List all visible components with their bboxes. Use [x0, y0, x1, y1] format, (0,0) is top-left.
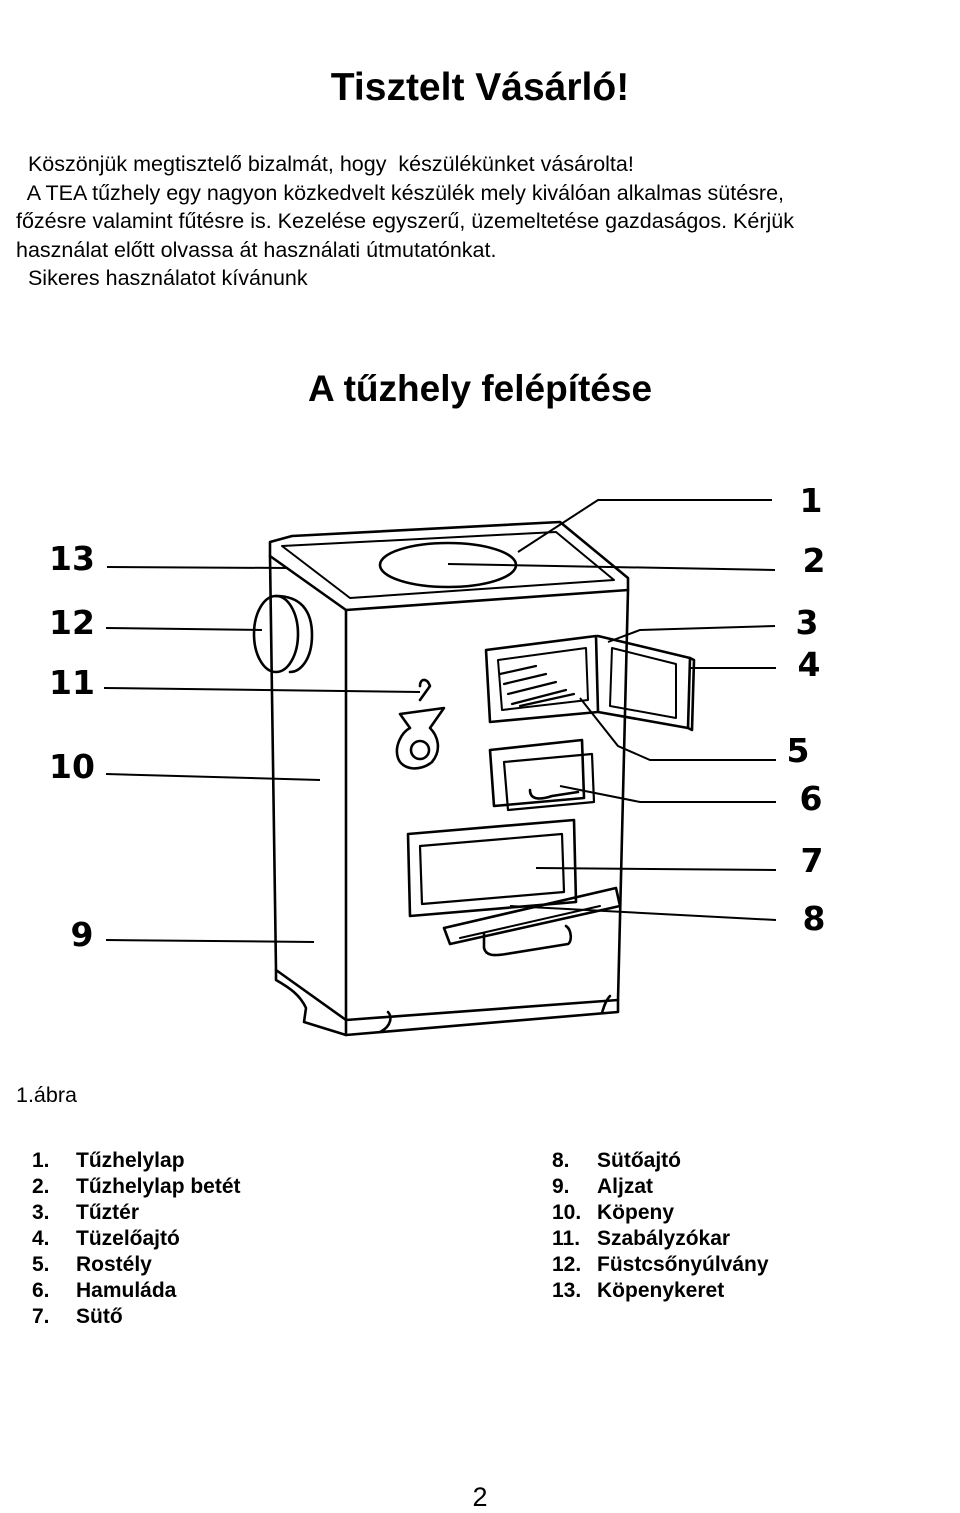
- legend-label: Tűzhelylap: [76, 1149, 185, 1172]
- parts-legend-left: 1. Tűzhelylap 2. Tűzhelylap betét 3. Tűztér…: [32, 1148, 241, 1330]
- legend-item: 10. Köpeny: [552, 1200, 769, 1226]
- legend-number: 3.: [32, 1201, 50, 1224]
- stove-base: [274, 968, 348, 1037]
- intro-line: használat előtt olvassa át használati út…: [16, 237, 497, 262]
- callout-9: 9: [71, 915, 94, 954]
- smoke-pipe-outlet: [252, 594, 300, 674]
- legend-label: Tüzelőajtó: [76, 1227, 180, 1250]
- legend-item: 4. Tüzelőajtó: [32, 1226, 241, 1252]
- callout-2: 2: [803, 541, 826, 580]
- legend-label: Hamuláda: [76, 1279, 177, 1302]
- intro-line: Sikeres használatot kívánunk: [16, 266, 308, 290]
- oven-frame: [406, 818, 578, 918]
- ash-drawer-handle: [528, 788, 580, 800]
- callout-6: 6: [800, 779, 823, 818]
- legend-number: 6.: [32, 1279, 50, 1302]
- grate-bars: [498, 664, 576, 708]
- legend-number: 1.: [32, 1149, 50, 1172]
- legend-item: 6. Hamuláda: [32, 1278, 241, 1304]
- stove-drawing: 1 2 3 4 5 6 7 8 13 12 11 10 9: [49, 481, 826, 1037]
- legend-item: 1. Tűzhelylap: [32, 1148, 241, 1174]
- ash-drawer-frame: [488, 738, 586, 808]
- callout-13: 13: [49, 539, 95, 578]
- legend-number: 13.: [552, 1279, 582, 1302]
- legend-number: 7.: [32, 1305, 50, 1328]
- intro-line: főzésre valamint fűtésre is. Kezelése eg…: [16, 209, 794, 233]
- cooktop-outline: [268, 520, 630, 612]
- legend-label: Aljzat: [597, 1175, 654, 1198]
- callout-8: 8: [803, 899, 826, 938]
- section-title: A tűzhely felépítése: [307, 368, 653, 409]
- firing-door: [596, 634, 692, 730]
- leader-lines: [103, 499, 777, 943]
- legend-item: 7. Sütő: [32, 1304, 241, 1330]
- callout-7: 7: [801, 841, 824, 880]
- legend-label: Tűzhelylap betét: [76, 1175, 241, 1198]
- legend-label: Köpeny: [597, 1201, 675, 1224]
- legend-label: Szabályzókar: [597, 1227, 731, 1250]
- callout-5: 5: [787, 731, 810, 770]
- cooktop-inner-edge: [281, 531, 615, 599]
- regulator-lever: [418, 678, 432, 702]
- callout-11: 11: [49, 663, 95, 702]
- legend-item: 5. Rostély: [32, 1252, 241, 1278]
- legend-label: Tűztér: [76, 1201, 139, 1224]
- page-title: Tisztelt Vásárló!: [330, 66, 630, 109]
- oven-door-handle: [482, 924, 573, 957]
- legend-item: 2. Tűzhelylap betét: [32, 1174, 241, 1200]
- legend-number: 12.: [552, 1253, 582, 1276]
- legend-number: 4.: [32, 1227, 50, 1250]
- legend-item: 9. Aljzat: [552, 1174, 769, 1200]
- figure-caption: 1.ábra: [16, 1083, 77, 1107]
- callout-10: 10: [49, 747, 95, 786]
- stove-diagram: 1 2 3 4 5 6 7 8 13 12 11 10 9: [0, 460, 960, 1070]
- intro-line: Köszönjük megtisztelő bizalmát, hogy kés…: [16, 152, 634, 176]
- legend-label: Köpenykeret: [597, 1279, 725, 1302]
- legend-number: 9.: [552, 1175, 570, 1198]
- oven-door: [442, 886, 622, 946]
- legend-item: 12. Füstcsőnyúlvány: [552, 1252, 769, 1278]
- intro-line: A TEA tűzhely egy nagyon közkedvelt kész…: [16, 180, 785, 205]
- stove-front-panel: [344, 588, 630, 1022]
- legend-label: Rostély: [76, 1253, 152, 1276]
- parts-legend-right: 8. Sütőajtó 9. Aljzat 10. Köpeny 11. Szabály…: [552, 1148, 769, 1304]
- page-number: 2: [472, 1482, 488, 1512]
- callout-1: 1: [800, 481, 823, 520]
- callout-3: 3: [796, 603, 819, 642]
- stove-side-panel: [268, 554, 348, 1022]
- legend-label: Sütő: [76, 1305, 123, 1328]
- legend-number: 8.: [552, 1149, 570, 1172]
- legend-item: 3. Tűztér: [32, 1200, 241, 1226]
- legend-label: Sütőajtó: [597, 1149, 681, 1172]
- legend-number: 10.: [552, 1201, 582, 1224]
- legend-number: 5.: [32, 1253, 50, 1276]
- legend-item: 8. Sütőajtó: [552, 1148, 769, 1174]
- legend-number: 2.: [32, 1175, 50, 1198]
- legend-item: 13. Köpenykeret: [552, 1278, 769, 1304]
- callout-12: 12: [49, 603, 95, 642]
- intro-paragraph: Köszönjük megtisztelő bizalmát, hogy kés…: [16, 150, 956, 293]
- legend-item: 11. Szabályzókar: [552, 1226, 769, 1252]
- legend-label: Füstcsőnyúlvány: [597, 1253, 769, 1276]
- legend-number: 11.: [552, 1227, 581, 1250]
- callout-4: 4: [798, 645, 821, 684]
